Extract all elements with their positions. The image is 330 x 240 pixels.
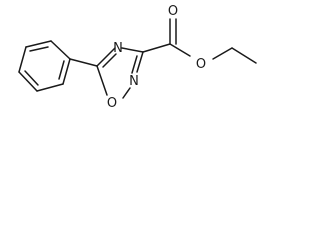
phenyl-ring	[18, 40, 71, 92]
bond	[50, 40, 71, 60]
double-bond	[102, 53, 117, 68]
bond	[36, 83, 64, 92]
bond	[136, 51, 144, 73]
aromatic-double-bond	[29, 46, 49, 52]
bond	[231, 47, 257, 64]
bond	[212, 47, 233, 60]
atom-label-o1: O	[107, 96, 117, 111]
svg-text:N: N	[113, 41, 123, 56]
atom-label-o-carbonyl: O	[168, 4, 178, 19]
oxadiazole-ring	[96, 47, 144, 99]
double-bond	[131, 55, 138, 74]
atom-label-n2: N	[129, 74, 139, 89]
svg-text:O: O	[196, 57, 206, 72]
chemical-structure: N N O O O	[18, 4, 257, 111]
atom-label-n4: N	[113, 41, 123, 56]
ester-group	[142, 18, 257, 64]
bond	[62, 58, 71, 85]
svg-text:O: O	[107, 96, 117, 111]
aromatic-double-bond	[24, 70, 39, 86]
bond	[69, 58, 98, 67]
bond	[169, 43, 191, 57]
bond	[142, 43, 171, 53]
aromatic-double-bond	[58, 60, 65, 80]
bond	[96, 65, 108, 96]
bond	[25, 40, 52, 48]
bond	[121, 47, 144, 53]
svg-text:O: O	[168, 4, 178, 19]
bond	[18, 46, 27, 73]
atom-label-o-ester: O	[196, 57, 206, 72]
bond	[96, 47, 116, 67]
bond	[18, 71, 38, 92]
bond	[122, 87, 131, 99]
svg-text:N: N	[129, 74, 139, 89]
